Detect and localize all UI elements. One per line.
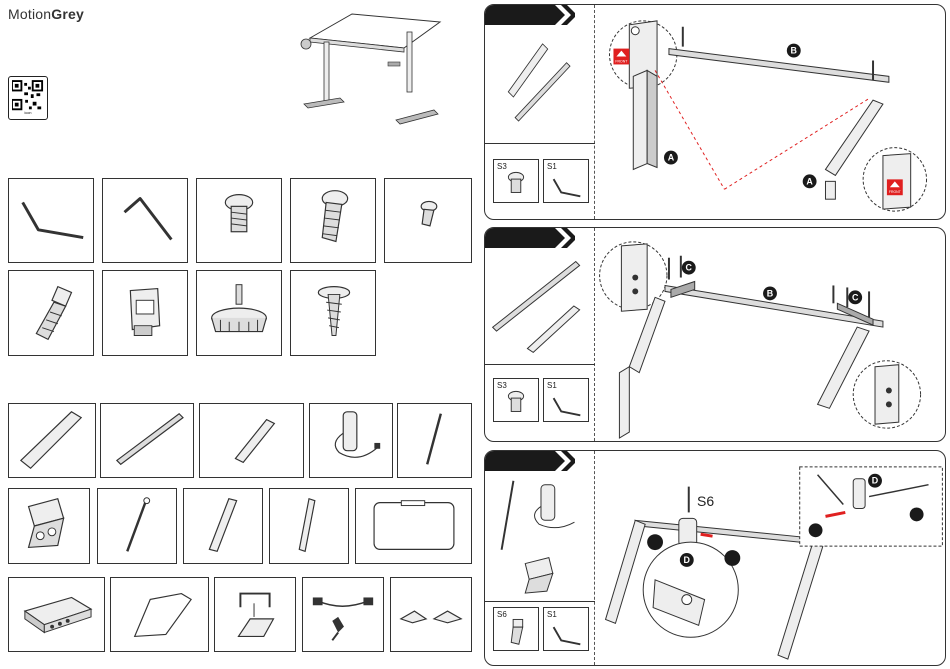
step-2-callout-c-left: C xyxy=(686,263,693,273)
part-leg-column xyxy=(8,403,96,478)
step-3-callout-d: D xyxy=(684,555,691,565)
step-2-diagram: B C C xyxy=(595,228,945,441)
part-hook-bracket xyxy=(214,577,296,652)
hex-key-icon xyxy=(544,608,588,650)
part-short-hex-key xyxy=(102,178,188,263)
part-foot-caps xyxy=(390,577,472,652)
step-2-callout-b: B xyxy=(767,288,774,298)
part-slotted-bracket xyxy=(183,488,263,564)
short-hex-key-icon xyxy=(103,179,187,262)
hook-bracket-icon xyxy=(215,578,295,651)
step-1-callout-a-left: A xyxy=(668,153,675,163)
leveling-foot-icon xyxy=(197,271,281,355)
control-box-icon xyxy=(9,578,104,651)
wood-screw-icon xyxy=(291,271,375,355)
part-drive-rod xyxy=(397,403,472,478)
end-bracket-icon xyxy=(270,489,348,563)
motor-icon xyxy=(310,404,392,477)
step-2-panel: S3 S1 B C C xyxy=(484,227,946,442)
long-hex-key-icon xyxy=(9,179,93,262)
part-wood-screw xyxy=(290,270,376,356)
hex-key-icon xyxy=(544,160,588,202)
foot-cap-icon xyxy=(391,578,471,651)
step-3-panel: S6 S1 S6 D D xyxy=(484,450,946,666)
slotted-bracket-icon xyxy=(184,489,262,563)
socket-cap-screw-icon xyxy=(9,271,93,355)
long-button-head-bolt-icon xyxy=(291,179,375,262)
part-end-bracket xyxy=(269,488,349,564)
part-cable-tray xyxy=(110,577,209,652)
step-1-tool-s3: S3 xyxy=(493,159,539,203)
brand-logo: MotionGrey xyxy=(8,6,84,22)
part-side-bracket xyxy=(199,403,304,478)
part-tabletop xyxy=(355,488,472,564)
long-rod-icon xyxy=(98,489,176,563)
qr-caption: icon xyxy=(25,111,32,115)
step-2-tool-s1: S1 xyxy=(543,378,589,422)
hex-key-icon xyxy=(544,379,588,421)
part-long-hex-key xyxy=(8,178,94,263)
step-2-tool-s3: S3 xyxy=(493,378,539,422)
part-motor xyxy=(309,403,393,478)
power-cable-icon xyxy=(303,578,383,651)
part-socket-cap-screw xyxy=(8,270,94,356)
part-cable-clip xyxy=(102,270,188,356)
part-button-head-bolt xyxy=(196,178,282,263)
step-1-callout-a-right: A xyxy=(806,176,813,186)
button-head-bolt-icon xyxy=(494,379,538,421)
step-3-tool-s1: S1 xyxy=(543,607,589,651)
part-crossbar xyxy=(100,403,194,478)
part-small-screw xyxy=(384,178,472,263)
qr-code: icon xyxy=(8,76,48,120)
step-2-callout-c-right: C xyxy=(852,292,859,302)
step-3-diagram: D D xyxy=(595,451,945,665)
step-1-callout-b: B xyxy=(791,46,798,56)
part-long-bolt xyxy=(290,178,376,263)
part-control-box xyxy=(8,577,105,652)
part-long-rod xyxy=(97,488,177,564)
tabletop-icon xyxy=(356,489,471,563)
desk-illustration xyxy=(292,8,442,128)
front-label-2: FRONT xyxy=(889,190,902,194)
leg-column-icon xyxy=(9,404,95,477)
step-3-callout-d-inset: D xyxy=(872,476,879,486)
button-head-bolt-icon xyxy=(494,160,538,202)
step-1-tool-s1: S1 xyxy=(543,159,589,203)
side-bracket-icon xyxy=(200,404,303,477)
cable-tray-icon xyxy=(111,578,208,651)
part-leveling-foot xyxy=(196,270,282,356)
small-screw-icon xyxy=(385,179,471,262)
drive-rod-icon xyxy=(398,404,471,477)
socket-cap-screw-icon xyxy=(494,608,538,650)
button-head-bolt-icon xyxy=(197,179,281,262)
cable-clip-icon xyxy=(103,271,187,355)
step-3-tool-s6: S6 xyxy=(493,607,539,651)
step-1-diagram: B A A FRONT FRONT xyxy=(595,5,945,219)
part-power-cable xyxy=(302,577,384,652)
front-label-1: FRONT xyxy=(615,59,628,63)
crossbar-icon xyxy=(101,404,193,477)
control-bracket-icon xyxy=(9,489,89,563)
step-1-panel: S3 S1 B A xyxy=(484,4,946,220)
part-control-bracket xyxy=(8,488,90,564)
